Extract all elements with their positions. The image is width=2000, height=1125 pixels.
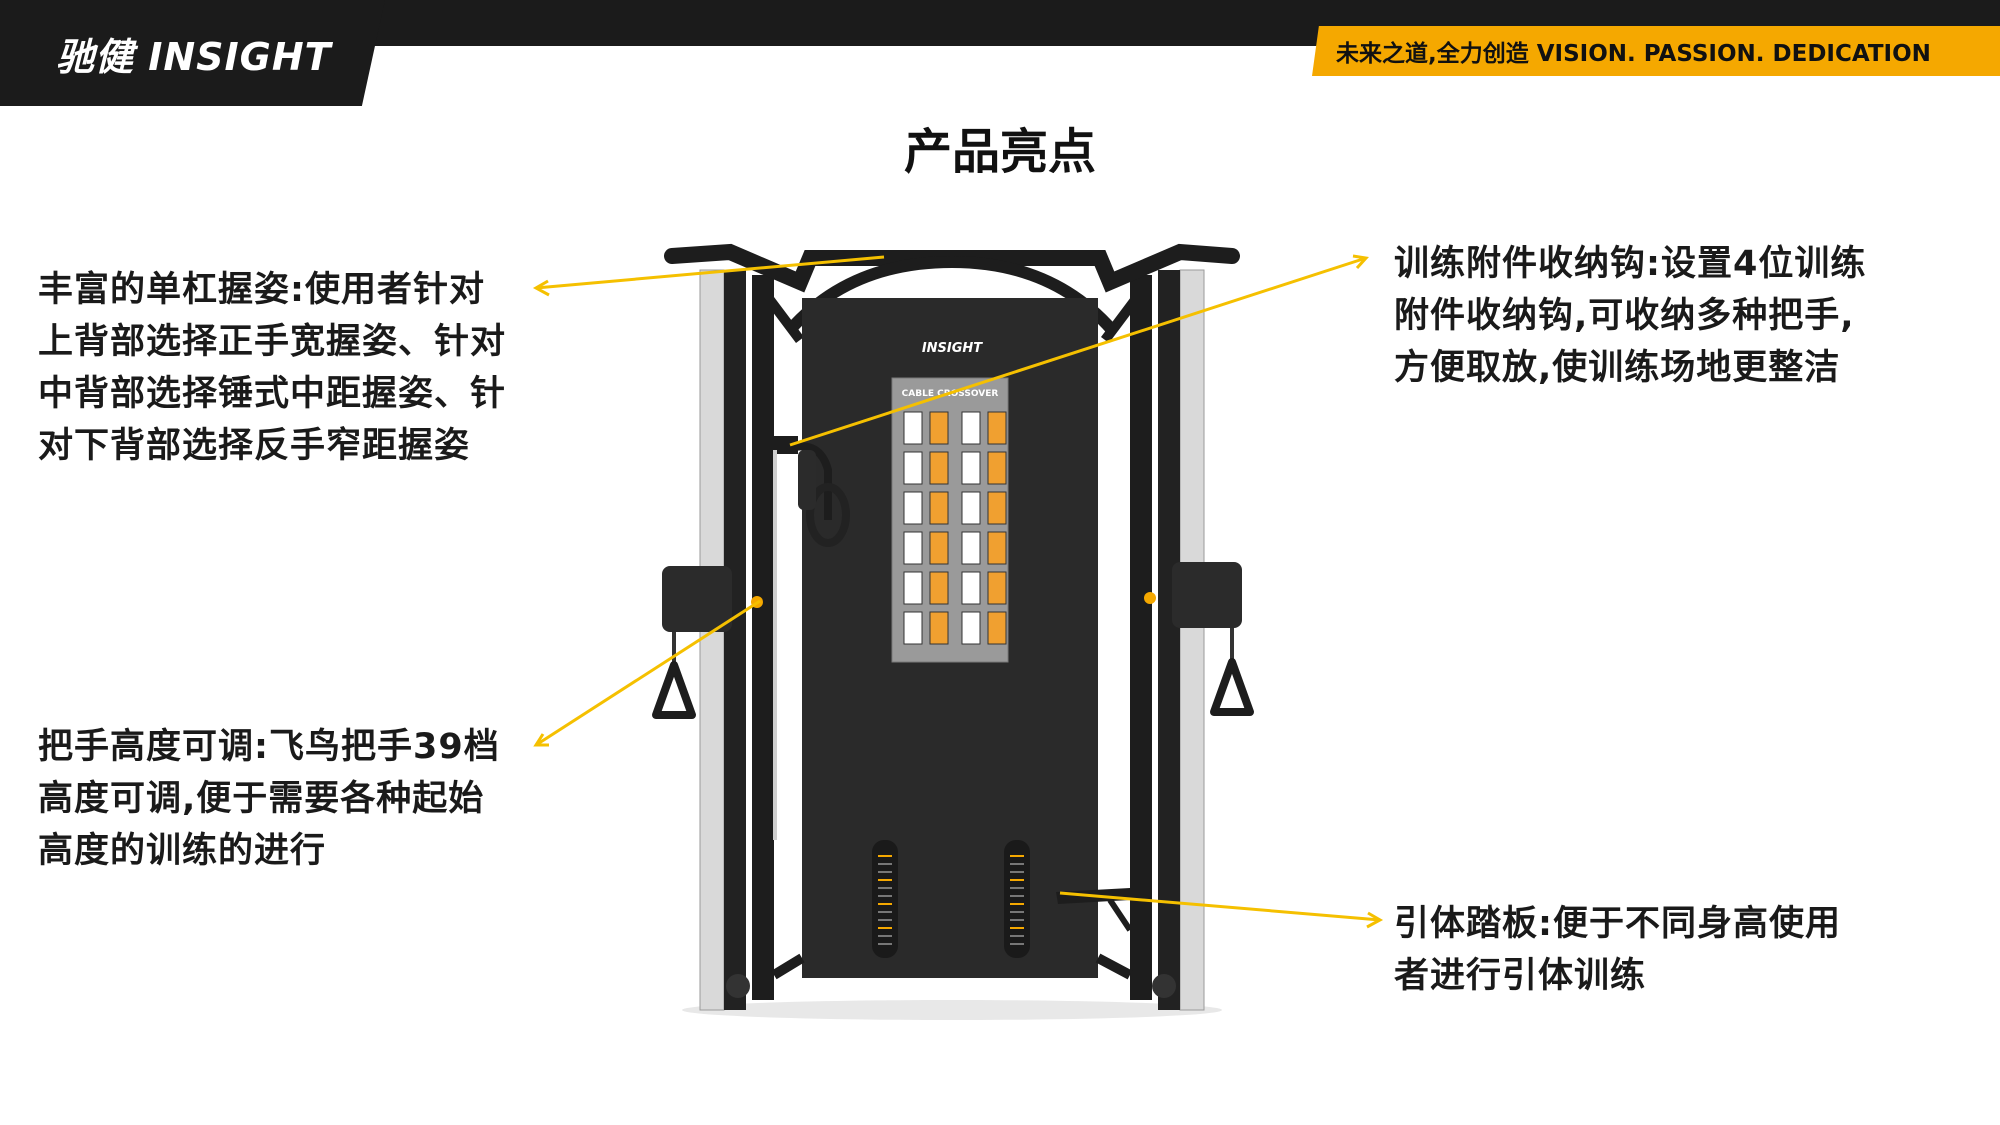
exercise-thumbnail bbox=[961, 491, 981, 525]
exercise-thumbnail bbox=[903, 571, 923, 605]
exercise-thumbnail bbox=[929, 531, 949, 565]
right-handle bbox=[1210, 658, 1254, 716]
left-handle bbox=[652, 661, 696, 719]
exercise-thumbnail bbox=[929, 491, 949, 525]
callout-handle-height: 把手高度可调:飞鸟把手39档高度可调,便于需要各种起始高度的训练的进行 bbox=[38, 727, 500, 871]
left-pulley-carriage bbox=[662, 566, 732, 632]
exercise-thumbnail bbox=[961, 411, 981, 445]
callout-grip: 丰富的单杠握姿:使用者针对上背部选择正手宽握姿、针对中背部选择锤式中距握姿、针对… bbox=[38, 270, 507, 466]
slogan-text: 未来之道,全力创造 VISION. PASSION. DEDICATION bbox=[1336, 41, 1931, 67]
weight-stack-right bbox=[1004, 840, 1030, 958]
callout-pullup-pedal: 引体踏板:便于不同身高使用者进行引体训练 bbox=[1394, 904, 1841, 996]
left-rail bbox=[699, 269, 725, 1011]
height-arrow bbox=[535, 599, 761, 747]
exercise-thumbnail bbox=[961, 451, 981, 485]
exercise-thumbnail bbox=[987, 531, 1007, 565]
brand-logo: 驰健 INSIGHT bbox=[0, 0, 385, 106]
exercise-thumbnail bbox=[987, 411, 1007, 445]
exercise-thumbnail bbox=[903, 611, 923, 645]
exercise-thumbnail bbox=[961, 531, 981, 565]
exercise-thumbnail bbox=[929, 611, 949, 645]
weight-stack-left bbox=[872, 840, 898, 958]
right-pulley-carriage bbox=[1172, 562, 1242, 628]
exercise-thumbnail bbox=[929, 451, 949, 485]
page-title: 产品亮点 bbox=[903, 124, 1096, 180]
right-rail bbox=[1179, 269, 1205, 1011]
exercise-thumbnail bbox=[929, 411, 949, 445]
exercise-thumbnail bbox=[903, 491, 923, 525]
placard-grid bbox=[903, 411, 1007, 645]
exercise-thumbnail bbox=[903, 531, 923, 565]
pedal-arrow bbox=[1059, 891, 1381, 922]
exercise-thumbnail bbox=[961, 571, 981, 605]
logo-text: 驰健 INSIGHT bbox=[56, 34, 332, 79]
exercise-thumbnail bbox=[961, 611, 981, 645]
exercise-thumbnail bbox=[987, 611, 1007, 645]
exercise-thumbnail bbox=[987, 451, 1007, 485]
exercise-thumbnail bbox=[929, 571, 949, 605]
slogan-bar: 未来之道,全力创造 VISION. PASSION. DEDICATION bbox=[1312, 26, 2000, 76]
exercise-thumbnail bbox=[987, 571, 1007, 605]
exercise-thumbnail bbox=[987, 491, 1007, 525]
grip-arrow bbox=[535, 255, 885, 290]
exercise-thumbnail bbox=[903, 411, 923, 445]
callout-arrows bbox=[532, 254, 1384, 929]
callout-accessory-hook: 训练附件收纳钩:设置4位训练附件收纳钩,可收纳多种把手,方便取放,使训练场地更整… bbox=[1394, 244, 1867, 388]
panel-brand: INSIGHT bbox=[922, 341, 983, 356]
exercise-thumbnail bbox=[903, 451, 923, 485]
hook-arrow bbox=[789, 256, 1367, 447]
